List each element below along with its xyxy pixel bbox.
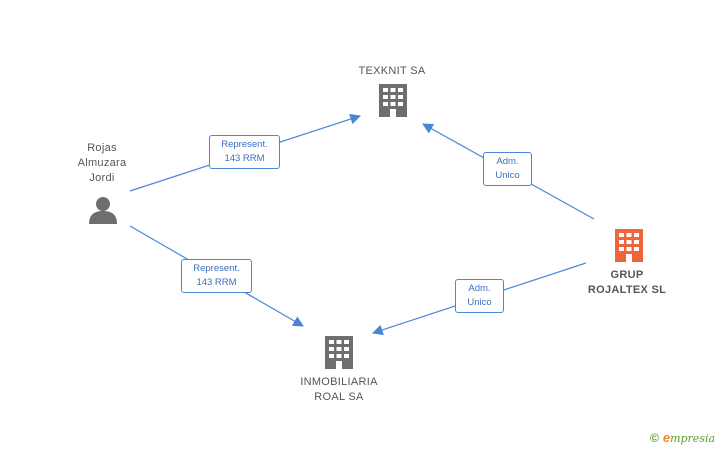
grup-name-line: ROJALTEX SL [587, 284, 667, 296]
edge-label-line: 143 RRM [196, 277, 237, 288]
brand-name: mpresia [670, 432, 716, 445]
inmobiliaria-name-line: INMOBILIARIA [300, 376, 378, 388]
brand-initial: e [662, 430, 671, 445]
node-label-person[interactable]: Rojas Almuzara Jordi [60, 141, 144, 186]
edge-label-line: Adm. [496, 156, 519, 167]
edge-label-grup-inmobiliaria[interactable]: Adm. Unico [455, 279, 504, 313]
edge-label-grup-texknit[interactable]: Adm. Unico [483, 152, 532, 186]
edge-label-person-inmobiliaria[interactable]: Represent. 143 RRM [181, 259, 252, 293]
person-icon[interactable] [89, 197, 117, 224]
copyright-symbol: © [650, 431, 659, 445]
person-name-line: Jordi [89, 172, 115, 184]
edge-label-person-texknit[interactable]: Represent. 143 RRM [209, 135, 280, 169]
node-label-grup[interactable]: GRUP ROJALTEX SL [570, 268, 684, 298]
edge-label-line: Represent. [221, 139, 268, 150]
building-icon[interactable] [379, 84, 407, 117]
edge-label-line: 143 RRM [224, 153, 265, 164]
building-icon[interactable] [325, 336, 353, 369]
edge-label-line: Unico [495, 170, 520, 181]
edge-label-line: Represent. [193, 263, 240, 274]
person-name-line: Rojas [87, 142, 117, 154]
texknit-label: TEXKNIT SA [358, 65, 426, 77]
node-label-inmobiliaria[interactable]: INMOBILIARIA ROAL SA [280, 375, 398, 405]
edge-label-line: Unico [467, 297, 492, 308]
building-icon[interactable] [615, 229, 643, 262]
person-name-line: Almuzara [77, 157, 127, 169]
brand-watermark: ©empresia [650, 430, 715, 445]
edge-label-line: Adm. [468, 283, 491, 294]
node-label-texknit[interactable]: TEXKNIT SA [340, 64, 444, 79]
inmobiliaria-name-line: ROAL SA [314, 391, 364, 403]
grup-name-line: GRUP [610, 269, 644, 281]
